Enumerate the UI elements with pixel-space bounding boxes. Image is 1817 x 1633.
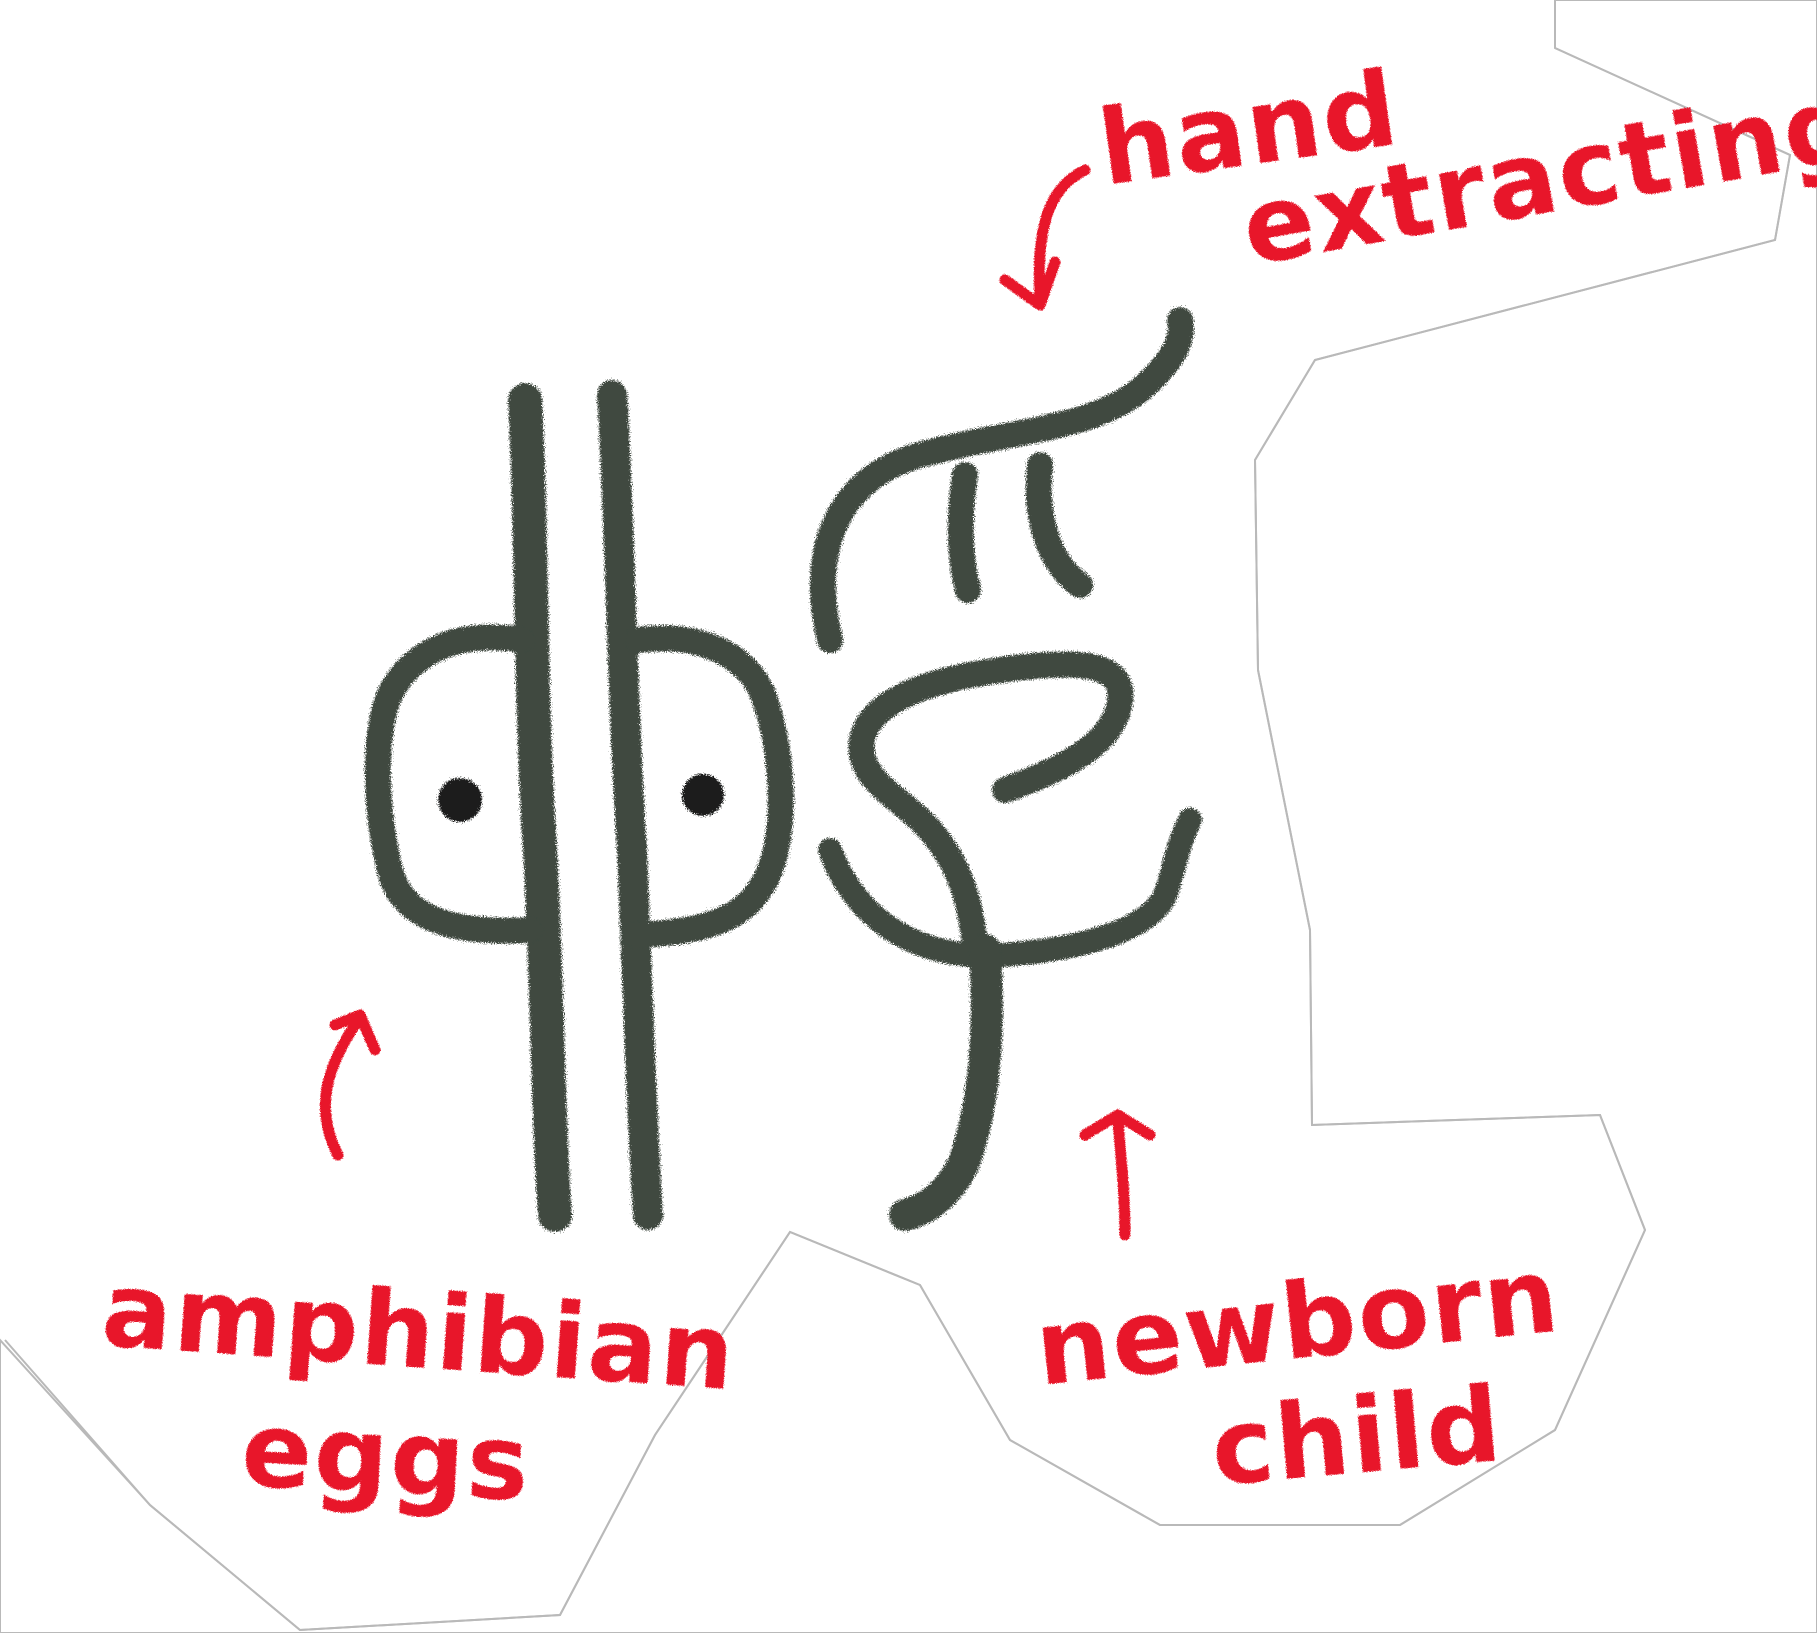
child-arms (818, 808, 1202, 968)
left-egg-dot (438, 778, 482, 822)
hand-finger-2 (1025, 452, 1093, 598)
left-egg-outline (364, 624, 543, 944)
paper-edge-top-right (4, 47, 1792, 1632)
label-child: child (1207, 1363, 1508, 1510)
left-vertical-bar (508, 383, 572, 1232)
label-eggs: eggs (239, 1388, 534, 1525)
hand-arm (809, 307, 1194, 653)
child-head (848, 651, 1134, 958)
arrow-amphibian-eggs-head (329, 1009, 381, 1056)
right-egg-outline (622, 625, 794, 948)
glyph-drawing (364, 307, 1202, 1232)
child-body (889, 934, 1003, 1231)
label-amphibian: amphibian (98, 1248, 740, 1414)
annotation-labels: hand extracting amphibian eggs newborn c… (98, 47, 1817, 1525)
arrow-hand-extracting-head (999, 256, 1061, 311)
arrow-newborn-child-head (1079, 1109, 1156, 1141)
arrow-hand-extracting (1033, 164, 1091, 306)
arrow-amphibian-eggs (319, 1019, 361, 1161)
hand-finger-1 (947, 462, 981, 603)
right-egg-dot (682, 774, 724, 816)
annotation-arrows (319, 164, 1156, 1241)
right-vertical-bar (597, 380, 663, 1230)
arrow-newborn-child (1112, 1114, 1131, 1241)
